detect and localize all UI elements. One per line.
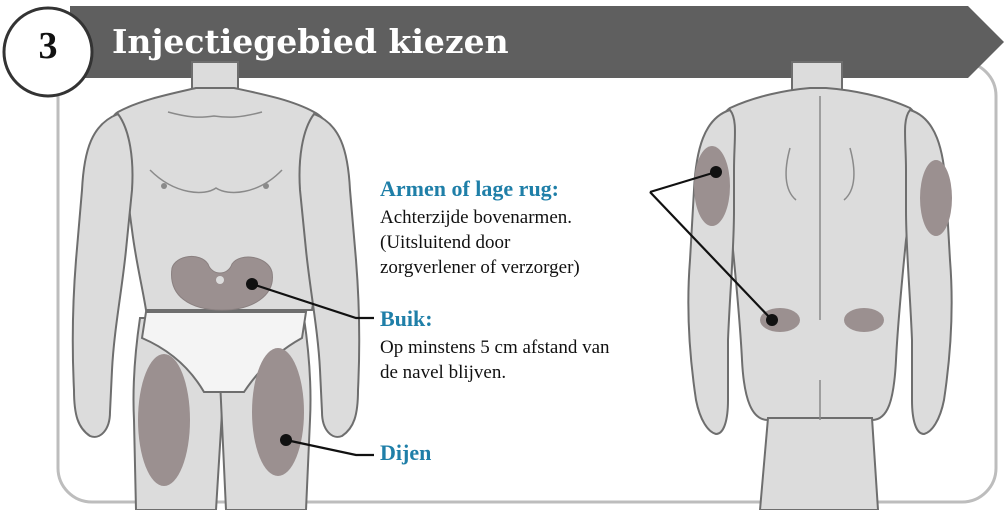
thighs-label-title: Dijen (380, 440, 431, 466)
front-nipple-left (161, 183, 167, 189)
left-thigh-zone (138, 354, 190, 486)
arm-pointer-dot (710, 166, 722, 178)
back-torso (718, 88, 920, 420)
front-nipple-right (263, 183, 269, 189)
navel (216, 276, 224, 284)
back-legs (760, 418, 878, 510)
page-title: Injectiegebied kiezen (112, 22, 509, 61)
belly-label-line-2: de navel blijven. (380, 360, 506, 385)
arms-label-title: Armen of lage rug: (380, 176, 559, 202)
lower-back-pointer-dot (766, 314, 778, 326)
belly-label-line-1: Op minstens 5 cm afstand van (380, 335, 610, 360)
lower-back-right-zone (844, 308, 884, 332)
back-right-arm-zone (920, 160, 952, 236)
arms-label-line-1: Achterzijde bovenarmen. (380, 205, 572, 230)
step-number: 3 (18, 24, 78, 68)
thigh-pointer-dot (280, 434, 292, 446)
right-thigh-zone (252, 348, 304, 476)
arms-label-line-3: zorgverlener of verzorger) (380, 255, 580, 280)
arms-label-line-2: (Uitsluitend door (380, 230, 510, 255)
back-left-arm-zone (694, 146, 730, 226)
belly-label-title: Buik: (380, 306, 433, 332)
belly-pointer-dot (246, 278, 258, 290)
